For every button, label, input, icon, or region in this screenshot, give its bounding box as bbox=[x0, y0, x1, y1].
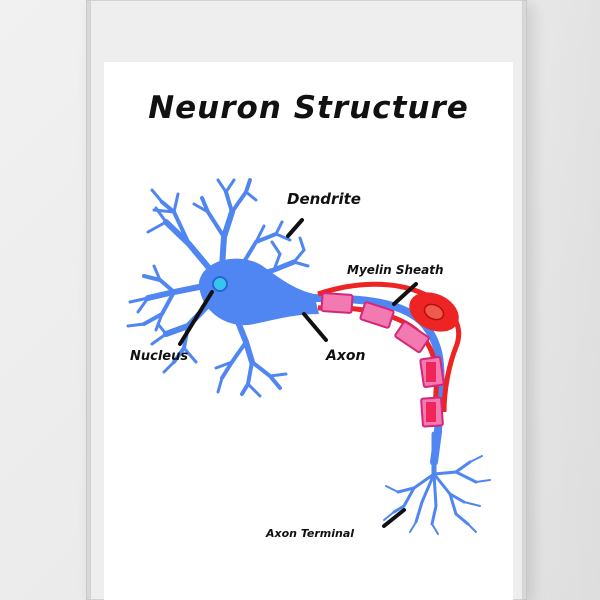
dendrites bbox=[126, 178, 310, 398]
leader-myelin bbox=[392, 282, 418, 306]
nucleus bbox=[212, 276, 228, 292]
axon-terminal-branches bbox=[383, 431, 491, 535]
leader-axon-terminal bbox=[382, 508, 406, 528]
poster: Neuron Structure bbox=[104, 62, 513, 600]
leader-lines bbox=[178, 218, 418, 528]
leader-nucleus bbox=[178, 290, 214, 346]
leader-dendrite bbox=[286, 218, 304, 238]
label-myelin-sheath: Myelin Sheath bbox=[347, 263, 444, 277]
leader-axon bbox=[302, 312, 328, 342]
neuron-diagram: Dendrite Myelin Sheath Nucleus Axon Axon… bbox=[126, 178, 491, 540]
label-axon-terminal: Axon Terminal bbox=[265, 527, 354, 540]
label-axon: Axon bbox=[325, 348, 365, 364]
label-nucleus: Nucleus bbox=[130, 349, 188, 364]
poster-title: Neuron Structure bbox=[148, 90, 469, 126]
cell-body bbox=[199, 258, 319, 326]
myelin-segments-red bbox=[426, 362, 436, 422]
label-dendrite: Dendrite bbox=[287, 190, 361, 208]
schwann-nucleus bbox=[423, 303, 445, 321]
